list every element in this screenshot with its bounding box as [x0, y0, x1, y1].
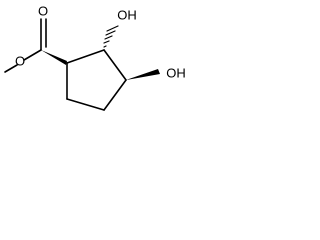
- c3-hydroxyl-label: OH: [166, 65, 186, 80]
- ring-bond-c4-c5: [66, 98, 105, 111]
- molecule-structure: O O OH OH: [4, 3, 186, 111]
- ring-bond-c3-c4: [103, 79, 127, 111]
- carbonyl-oxygen-label: O: [38, 3, 48, 18]
- ring-bond-c1-c2: [66, 49, 105, 64]
- ester-oxygen-label: O: [15, 53, 25, 68]
- c1-wedge-bond: [41, 50, 67, 65]
- methyl-bond: [4, 64, 18, 73]
- c2-hash-bond: [103, 25, 119, 48]
- c2-hydroxyl-label: OH: [117, 7, 137, 22]
- ring-bond-c2-c3: [103, 49, 127, 81]
- c3-wedge-bond: [126, 69, 160, 80]
- ester-single-bond: [23, 49, 42, 61]
